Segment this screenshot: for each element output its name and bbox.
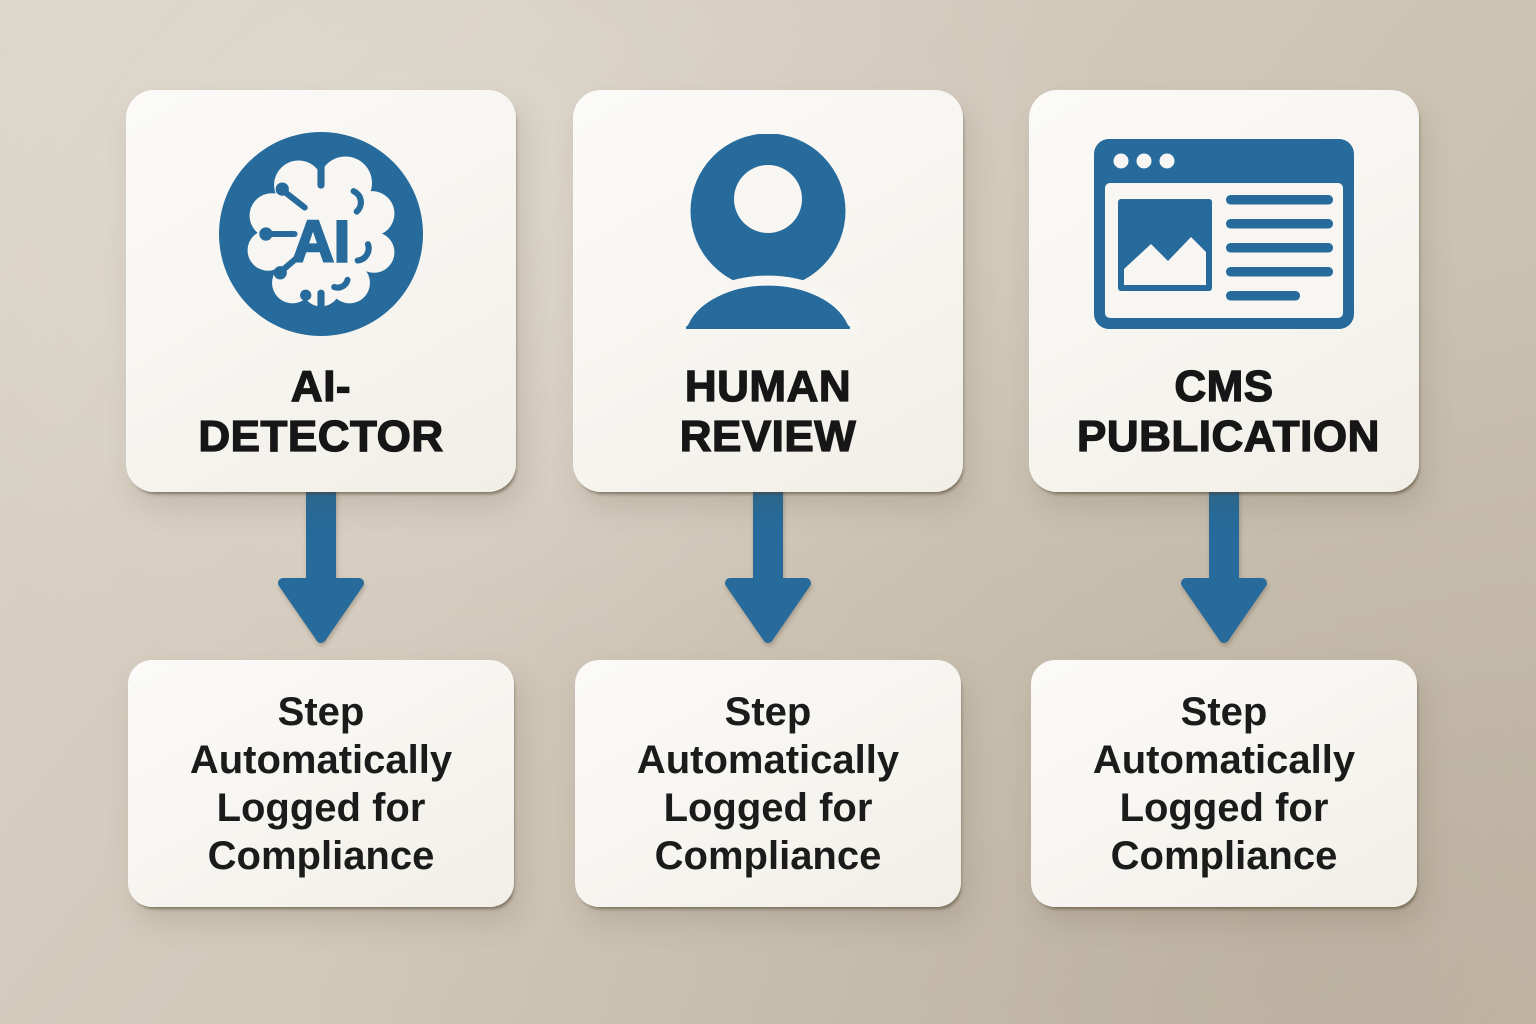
workflow-column-human-review: HUMAN REVIEW Step Automatically Logged f… xyxy=(573,90,963,907)
step-card-cms-publication: CMS PUBLICATION xyxy=(1029,90,1419,492)
compliance-note-card: Step Automatically Logged for Compliance xyxy=(1031,660,1417,907)
compliance-note-text: Step Automatically Logged for Compliance xyxy=(1092,689,1356,878)
ai-brain-icon: AI xyxy=(219,132,423,336)
step-card-human-review: HUMAN REVIEW xyxy=(573,90,963,492)
step-card-ai-detector: AI AI-DETECTOR xyxy=(126,90,516,492)
browser-window-icon xyxy=(1094,134,1354,334)
step-title: CMS PUBLICATION xyxy=(1076,361,1380,461)
step-title: HUMAN REVIEW xyxy=(679,361,857,461)
person-icon xyxy=(668,134,868,334)
compliance-note-text: Step Automatically Logged for Compliance xyxy=(636,689,900,878)
compliance-note-card: Step Automatically Logged for Compliance xyxy=(128,660,514,907)
text-lines-glyph xyxy=(1226,195,1333,301)
arrow-down-icon xyxy=(278,486,364,643)
step-title: AI-DETECTOR xyxy=(198,361,444,461)
arrow-down-icon xyxy=(725,486,811,643)
arrow-down-icon xyxy=(1181,486,1267,643)
compliance-note-text: Step Automatically Logged for Compliance xyxy=(189,689,453,878)
ai-icon-label: AI xyxy=(292,210,350,275)
workflow-column-cms-publication: CMS PUBLICATION Step Automatically Logge… xyxy=(1029,90,1419,907)
workflow-column-ai-detector: AI AI-DETECTOR Step Automatically Logged… xyxy=(126,90,516,907)
compliance-note-card: Step Automatically Logged for Compliance xyxy=(575,660,961,907)
